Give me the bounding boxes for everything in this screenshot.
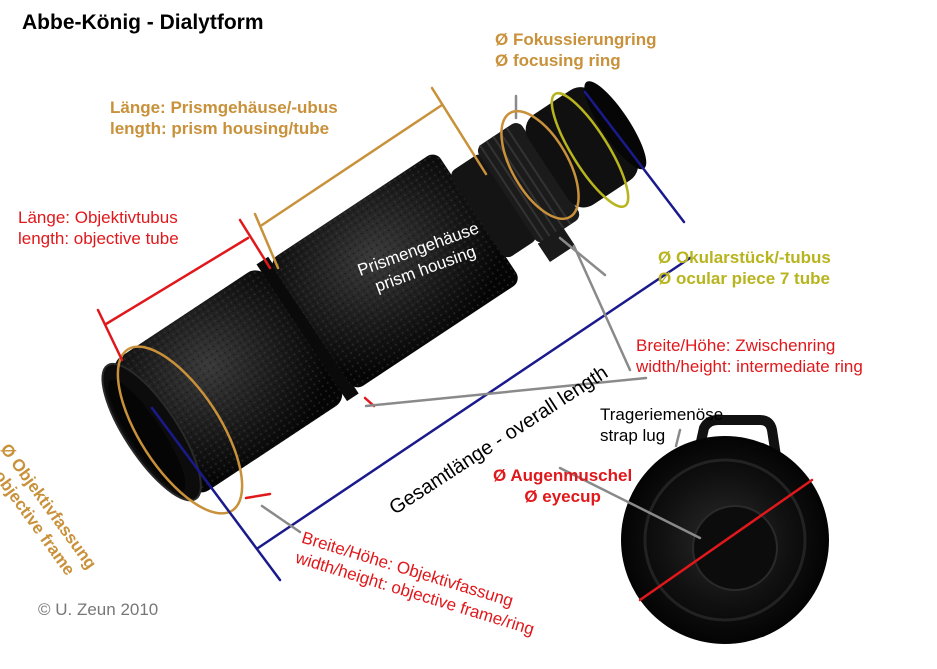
intermediate-ring — [256, 256, 359, 402]
label-ocular: Ø Okularstück/-tubus Ø ocular piece 7 tu… — [658, 248, 831, 288]
overall-length-dimension — [150, 90, 692, 582]
label-eyecup: Ø Augenmuschel Ø eyecup — [493, 466, 633, 506]
strap-lug-closeup — [693, 415, 781, 457]
label-focusing-ring: Ø Fokussierungring Ø focusing ring — [495, 30, 657, 70]
label-intermediate-ring: Breite/Höhe: Zwischenring width/height: … — [636, 336, 863, 376]
strap-lug-body — [537, 227, 575, 263]
eyecup-closeup — [621, 415, 829, 644]
frame-width-marker — [244, 492, 272, 500]
label-strap-lug: Trageriemenöse strap lug — [600, 405, 724, 445]
focusing-ring-marker — [500, 109, 580, 221]
orange-annotations — [116, 86, 580, 515]
prism-length-line — [260, 103, 444, 227]
red-annotations — [96, 218, 814, 602]
ocular-marker — [550, 91, 630, 209]
objective-length-line — [104, 236, 250, 326]
copyright-credit: © U. Zeun 2010 — [38, 600, 159, 619]
objective-frame-marker — [116, 345, 244, 515]
leader-lines — [260, 236, 702, 540]
eyecup-diameter-line — [638, 478, 814, 602]
label-prism-length: Länge: Prismgehäuse/-ubus length: prism … — [110, 98, 338, 138]
label-objective-length: Länge: Objektivtubus length: objective t… — [18, 208, 179, 248]
page-title: Abbe-König - Dialytform — [22, 11, 264, 34]
